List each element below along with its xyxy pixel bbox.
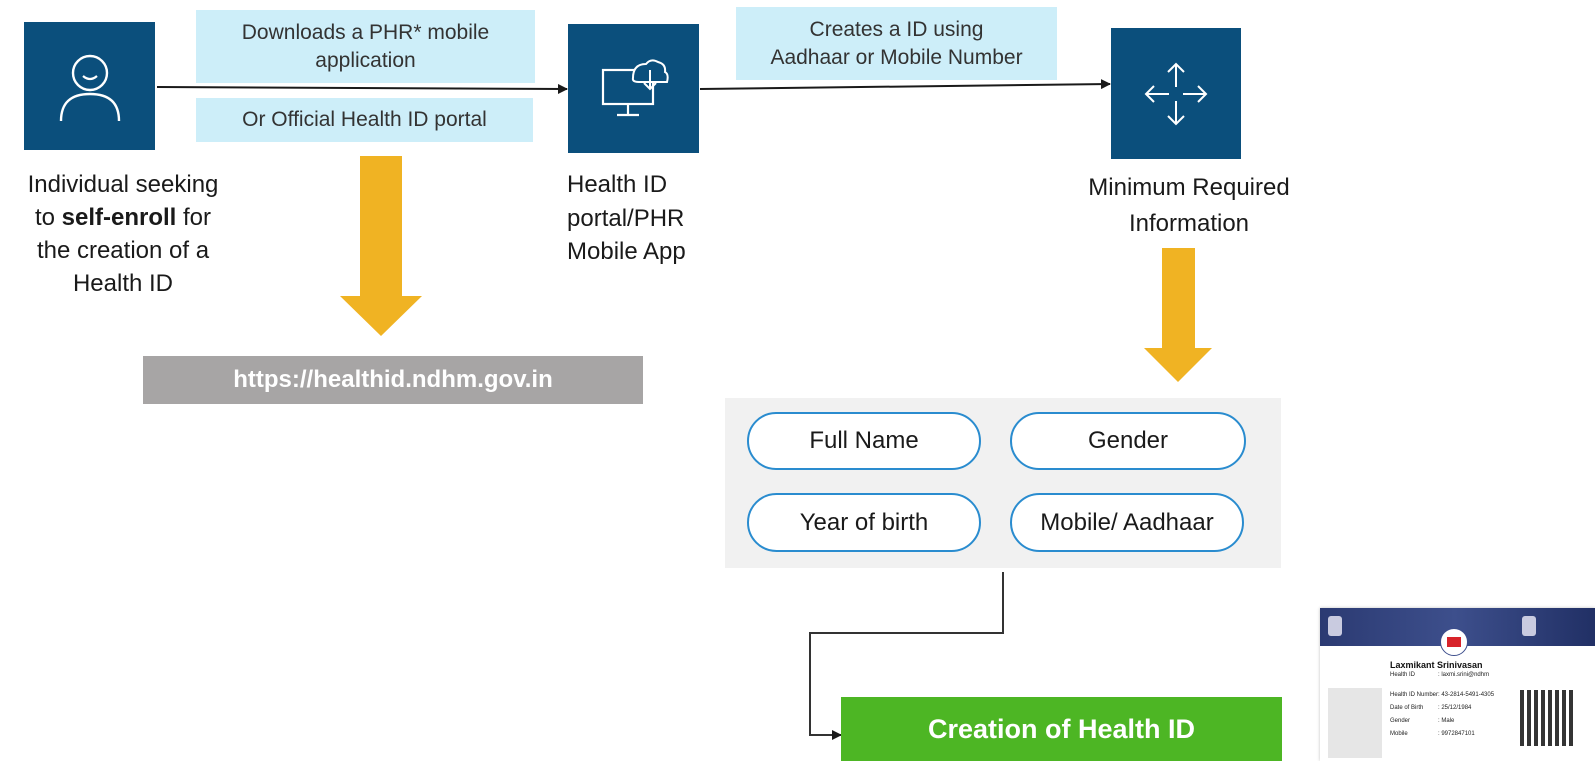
qr-code-icon [1520, 690, 1576, 746]
self-enroll-emphasis: self-enroll [61, 204, 177, 232]
arrow-individual-to-portal [156, 83, 568, 94]
card-row-label: Health ID [1390, 672, 1416, 678]
card-row-label: Gender [1390, 718, 1411, 724]
health-id-logo-icon [1440, 628, 1468, 656]
down-arrow-to-url [340, 156, 422, 336]
card-row-label: Date of Birth [1390, 705, 1424, 711]
url-text: https://healthid.ndhm.gov.in [233, 366, 553, 393]
caption-line: Individual seeking [27, 171, 219, 198]
individual-caption: Individual seeking to self-enroll for th… [8, 168, 238, 300]
info-caption: Minimum Required Information [1088, 174, 1290, 237]
caption-line: the creation of a [36, 237, 210, 265]
health-id-card: Laxmikant Srinivasan Health ID : laxmi.s… [1320, 608, 1595, 761]
four-way-arrows-icon [1141, 59, 1211, 129]
person-icon [55, 49, 125, 123]
elbow-fields-to-result [809, 572, 1004, 740]
field-gender: Gender [1010, 412, 1246, 470]
field-year-of-birth: Year of birth [747, 493, 981, 552]
card-row-value: : 43-2814-5491-4305 [1438, 692, 1495, 698]
download-app-label: Downloads a PHR* mobile application [196, 10, 535, 83]
down-arrow-to-fields [1144, 248, 1212, 382]
card-row-value: : 9972847101 [1438, 731, 1475, 737]
arrow-portal-to-info [699, 79, 1111, 90]
url-bar: https://healthid.ndhm.gov.in [143, 356, 643, 404]
avatar [1328, 688, 1382, 758]
portal-tile [568, 24, 699, 153]
individual-tile [24, 22, 155, 150]
portal-caption: Health ID portal/PHR Mobile App [567, 171, 686, 266]
caption-line: Health ID [72, 270, 174, 298]
card-holder-name: Laxmikant Srinivasan [1390, 660, 1483, 670]
field-mobile-aadhaar: Mobile/ Aadhaar [1010, 493, 1244, 552]
card-row-value: : laxmi.srini@ndhm [1438, 672, 1490, 678]
cloud-download-monitor-icon [599, 56, 669, 122]
info-tile [1111, 28, 1241, 159]
official-portal-label: Or Official Health ID portal [196, 98, 533, 142]
field-full-name: Full Name [747, 412, 981, 470]
caption-line: to self-enroll for [34, 204, 212, 232]
creates-id-label: Creates a ID using Aadhaar or Mobile Num… [736, 7, 1057, 80]
card-row-value: : Male [1438, 718, 1455, 724]
creation-of-health-id-bar: Creation of Health ID [841, 697, 1282, 761]
result-text: Creation of Health ID [927, 713, 1196, 744]
emblem-icon [1328, 616, 1342, 636]
card-row-label: Health ID Number [1390, 692, 1439, 698]
emblem-icon [1522, 616, 1536, 636]
card-row-value: : 25/12/1984 [1438, 705, 1472, 711]
card-row-label: Mobile [1390, 731, 1408, 737]
